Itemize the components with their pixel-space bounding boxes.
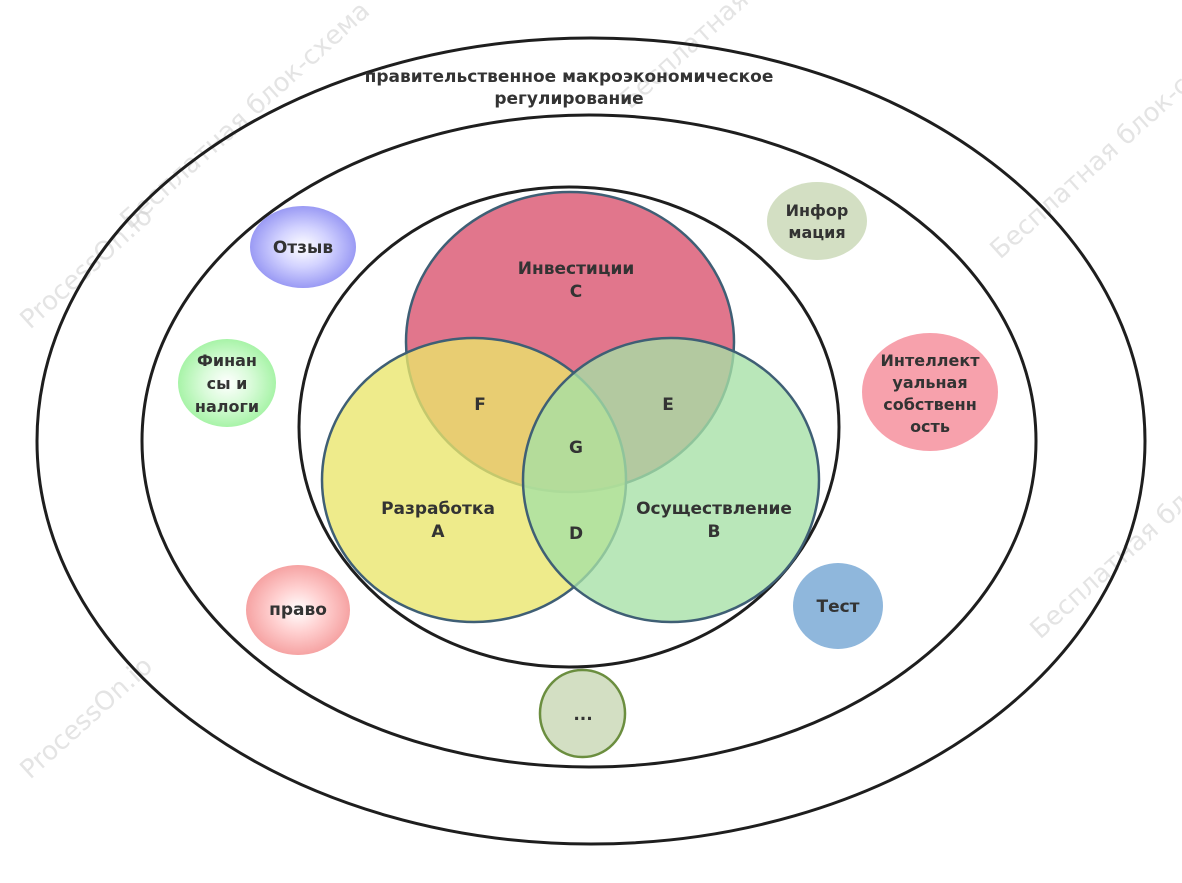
bubble-information-shape: [767, 182, 867, 260]
bubble-law-label: право: [269, 600, 327, 620]
bubble-review-shape: [250, 206, 356, 288]
label-investments-letter: C: [570, 282, 582, 302]
outer-title-line2: регулирование: [494, 89, 643, 109]
bubble-review-label: Отзыв: [273, 238, 334, 258]
label-intersection-d: D: [569, 524, 583, 544]
bubble-finance-line3: налоги: [195, 397, 259, 416]
outer-title-line1: правительственное макроэкономическое: [365, 67, 774, 87]
venn-circle-implementation: [521, 336, 821, 624]
bubble-finance-line2: сы и: [207, 374, 248, 393]
middle-ellipse: [140, 113, 1038, 769]
bubble-test: Тест: [793, 563, 883, 649]
bubble-intellectual-property: Интеллект уальная собственн ость: [862, 333, 998, 451]
bubble-information-line1: Инфор: [786, 201, 849, 220]
label-implementation-letter: B: [708, 522, 721, 542]
label-intersection-e: E: [662, 395, 674, 415]
bubble-test-label: Тест: [816, 597, 859, 617]
label-development: Разработка: [381, 499, 495, 519]
outer-ellipse: [35, 36, 1147, 846]
bubble-more-shape: [538, 668, 627, 759]
bubble-more: ...: [538, 668, 627, 759]
bubble-information-line2: мация: [788, 223, 845, 242]
bubble-finance: Финан сы и налоги: [178, 339, 276, 427]
watermark-text-4: Бесплатная блок-схема: [615, 0, 876, 115]
bubble-finance-line1: Финан: [197, 351, 257, 370]
bubble-test-shape: [793, 563, 883, 649]
watermark-text-6: Бесплатная блок-схема: [1025, 406, 1182, 645]
bubble-ip-line1: Интеллект: [881, 351, 981, 370]
bubble-law: право: [246, 565, 350, 655]
label-intersection-g: G: [569, 438, 583, 458]
bubble-more-label: ...: [573, 705, 592, 725]
label-development-letter: A: [431, 522, 445, 542]
watermark-text-5: Бесплатная блок-схема: [985, 26, 1182, 265]
bubble-ip-shape: [862, 333, 998, 451]
bubble-information: Инфор мация: [767, 182, 867, 260]
bubble-law-shape: [246, 565, 350, 655]
bubble-ip-line4: ость: [910, 417, 950, 436]
bubble-finance-shape: [178, 339, 276, 427]
bubble-ip-line3: собственн: [883, 395, 977, 414]
watermark-text-2: Бесплатная блок-схема: [115, 0, 376, 235]
label-intersection-f: F: [474, 395, 486, 415]
label-implementation: Осуществление: [636, 499, 792, 519]
inner-ellipse: [297, 185, 841, 669]
bubble-review: Отзыв: [250, 206, 356, 288]
label-investments: Инвестиции: [518, 259, 635, 279]
bubble-ip-line2: уальная: [892, 373, 967, 392]
